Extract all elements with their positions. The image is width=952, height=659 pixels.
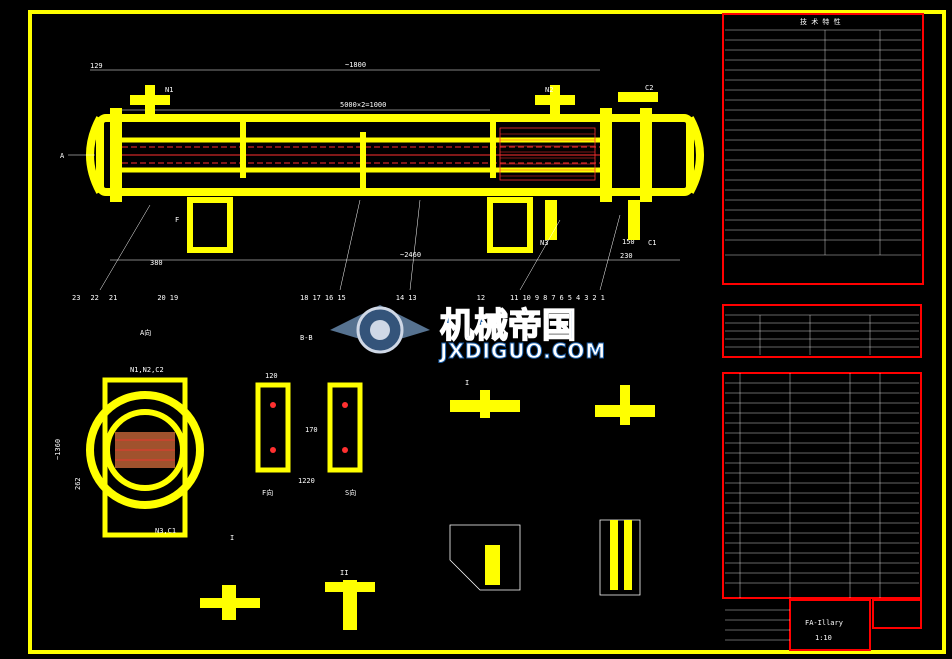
view-i-label: I — [230, 534, 234, 542]
dim-170: 170 — [305, 426, 318, 434]
view-a-nozzles-bottom: N3,C1 — [155, 527, 176, 535]
nozzle-c2-label: C2 — [645, 84, 653, 92]
title-scale: 1:10 — [815, 634, 832, 642]
nozzle-f-label: F — [175, 216, 179, 224]
detail-views: I I II — [200, 379, 655, 630]
dim-262: 262 — [74, 477, 82, 490]
nozzle-n2-label: N2 — [545, 86, 553, 94]
flange-s-label: S向 — [345, 488, 356, 497]
dim-total-length: ~2460 — [400, 251, 421, 259]
watermark-latin: JXDIGUO.COM — [438, 339, 606, 363]
tech-spec-table — [722, 13, 924, 285]
watermark-chinese: 机械帝国 — [440, 306, 576, 346]
dim-1360: ~1360 — [54, 439, 62, 460]
nozzle-n1-label: N1 — [165, 86, 173, 94]
nozzle-a-label: A — [60, 152, 65, 160]
dim-tube-length: 5000×2=1000 — [340, 101, 386, 109]
view-a-end: A向 N1,N2,C2 N3,C1 ~1360 262 — [54, 328, 204, 538]
nozzle-n3-label: N3 — [540, 239, 548, 247]
watermark-logo: 机械帝国 JXDIGUO.COM — [330, 305, 606, 364]
parts-list-table — [722, 372, 922, 599]
view-a-nozzles: N1,N2,C2 — [130, 366, 164, 374]
view-a-label: A向 — [140, 328, 151, 337]
dim-1220: 1220 — [298, 477, 315, 485]
section-b-b: B-B F向 S向 1220 120 170 — [255, 334, 363, 497]
nozzle-table — [722, 304, 922, 358]
dim-230: 230 — [620, 252, 633, 260]
title-drawing-code: FA-Illary — [805, 619, 843, 627]
svg-text:I: I — [465, 379, 469, 387]
dim-120: 120 — [265, 372, 278, 380]
dim-129: 129 — [90, 62, 103, 70]
dim-overall-length: ~1800 — [345, 61, 366, 69]
exchanger-elevation: ~1800 5000×2=1000 ~2460 380 230 150 129 — [60, 61, 704, 302]
dim-380: 380 — [150, 259, 163, 267]
drawing-frame — [28, 10, 946, 654]
flange-f-label: F向 — [262, 488, 273, 497]
dim-150: 150 — [622, 238, 635, 246]
section-b-label: B-B — [300, 334, 313, 342]
title-block — [789, 599, 871, 651]
title-tables: 技 术 特 性 — [722, 13, 924, 651]
tech-spec-heading: 技 术 特 性 — [800, 17, 841, 26]
view-ii-label: II — [340, 569, 348, 577]
nozzle-c1-label: C1 — [648, 239, 656, 247]
